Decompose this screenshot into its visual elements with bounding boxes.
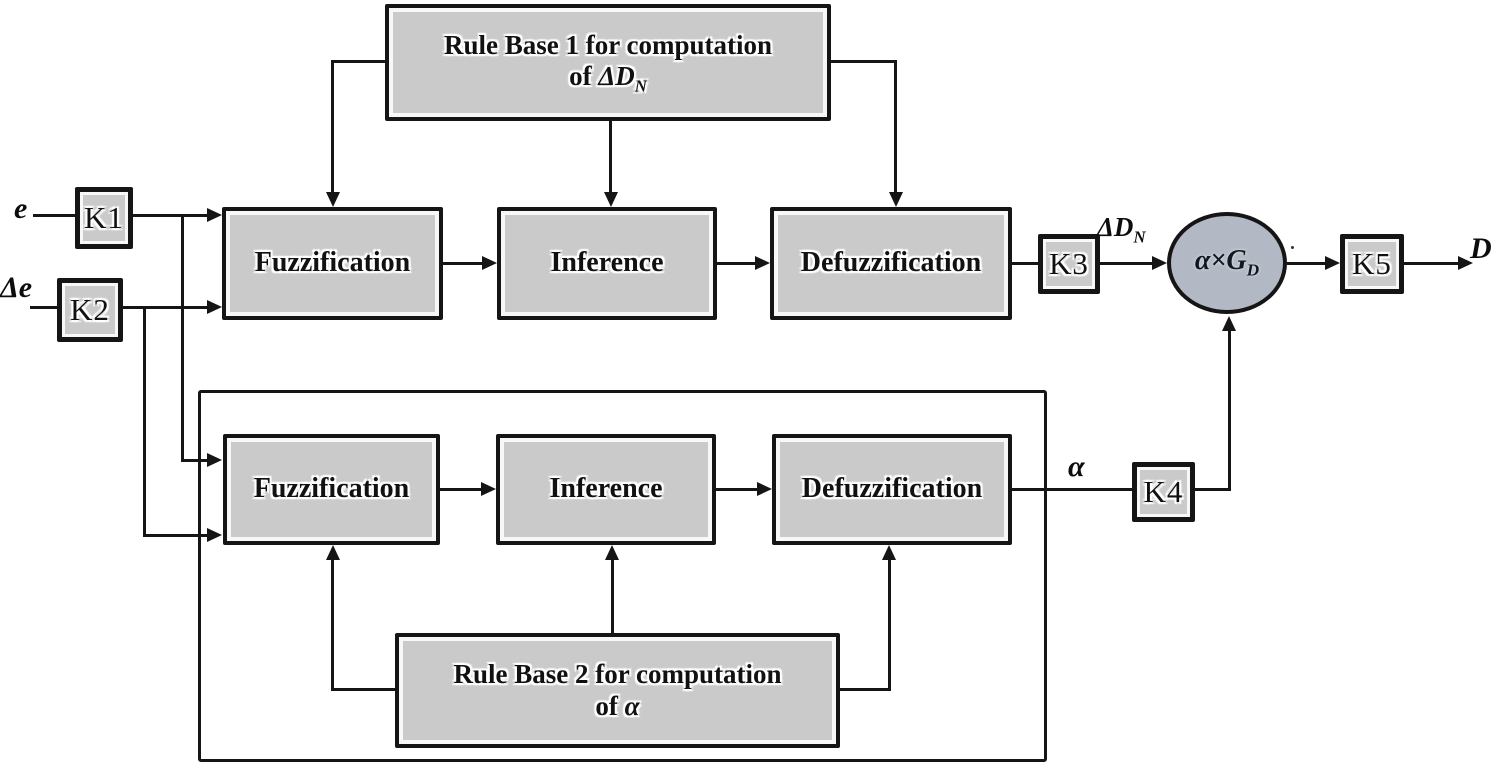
connector-rb2-mid-vertical	[611, 559, 614, 633]
inference-label-flc1: Inference	[550, 247, 664, 279]
arrowhead-multiplier-k5	[1325, 256, 1340, 270]
connector-k1-branch-to-fuzz2	[181, 459, 209, 462]
connector-multiplier-to-k5	[1287, 262, 1327, 265]
signal-label-d: D	[1470, 232, 1492, 265]
gain-k4-block: K4	[1132, 462, 1195, 522]
arrowhead-inf2-defuzz2	[757, 482, 772, 496]
inference-block-flc2: Inference	[496, 434, 716, 545]
flc2-container	[198, 390, 1047, 762]
alpha-gd-label: α×GD	[1194, 245, 1260, 280]
signal-label-e: e	[14, 192, 28, 225]
connector-rb1-mid-vertical	[609, 121, 612, 193]
rule-base-1-block: Rule Base 1 for computation of ΔDN	[385, 4, 831, 121]
arrowhead-rb1-defuzz1	[889, 192, 903, 207]
connector-defuzz1-to-k3	[1012, 262, 1040, 265]
connector-k2-branch-vertical	[143, 306, 146, 536]
connector-rb1-left-horizontal	[331, 60, 387, 63]
connector-k2-branch-to-fuzz2	[143, 534, 209, 537]
gain-k2-block: K2	[57, 278, 123, 342]
connector-rb2-left-vertical	[331, 559, 334, 691]
gain-k5-block: K5	[1340, 234, 1404, 294]
arrowhead-k1-fuzz2	[207, 453, 222, 467]
gain-k1-block: K1	[75, 187, 133, 249]
arrowhead-inf1-defuzz1	[755, 256, 770, 270]
alpha-gd-multiplier: α×GD	[1167, 212, 1287, 314]
fuzzification-block-flc2: Fuzzification	[223, 434, 440, 545]
connector-inf1-to-defuzz1	[717, 262, 757, 265]
gain-k4-label: K4	[1143, 474, 1184, 510]
arrowhead-k4-multiplier	[1222, 316, 1236, 331]
connector-rb2-left-horizontal	[331, 688, 395, 691]
connector-k3-to-multiplier	[1100, 262, 1154, 265]
defuzzification-block-flc2: Defuzzification	[772, 434, 1012, 545]
inference-label-flc2: Inference	[549, 473, 663, 505]
signal-label-alpha: α	[1068, 450, 1085, 483]
connector-rb1-right-horizontal	[829, 60, 897, 63]
connector-fuzz1-to-inf1	[443, 262, 483, 265]
connector-inf2-to-defuzz2	[716, 488, 758, 491]
signal-label-delta-dn: ΔDN	[1097, 212, 1146, 247]
gain-k3-label: K3	[1049, 246, 1089, 282]
arrowhead-k3-multiplier	[1152, 256, 1167, 270]
arrowhead-rb1-fuzz1	[326, 192, 340, 207]
signal-label-delta-e: Δe	[0, 271, 33, 304]
arrowhead-fuzz1-inf1	[482, 256, 497, 270]
arrowhead-rb1-inference1	[604, 192, 618, 207]
connector-de-to-k2	[30, 306, 57, 309]
connector-e-to-k1	[33, 214, 75, 217]
arrowhead-k5-output	[1458, 256, 1473, 270]
arrowhead-k1-fuzz1	[207, 208, 222, 222]
connector-rb1-left-vertical	[331, 60, 334, 193]
connector-k4-elbow-vertical	[1228, 330, 1231, 491]
arrowhead-fuzz2-inf2	[481, 482, 496, 496]
connector-k1-branch-vertical	[181, 214, 184, 461]
connector-k5-to-output	[1404, 262, 1460, 265]
inference-block-flc1: Inference	[497, 207, 717, 320]
defuzzification-label-flc2: Defuzzification	[801, 473, 983, 505]
connector-k1-to-fuzz1	[133, 214, 209, 217]
connector-k2-to-fuzz1	[123, 306, 209, 309]
arrowhead-rb2-defuzz2	[882, 545, 896, 560]
connector-defuzz2-to-k4	[1012, 488, 1132, 491]
connector-rb2-right-horizontal	[840, 688, 891, 691]
arrowhead-rb2-inference2	[605, 545, 619, 560]
arrowhead-rb2-fuzz2	[326, 545, 340, 560]
artifact-dot	[1291, 246, 1294, 249]
rule-base-2-label: Rule Base 2 for computation of α	[453, 659, 782, 721]
fuzzification-label-flc1: Fuzzification	[254, 247, 411, 279]
connector-rb2-right-vertical	[888, 559, 891, 691]
connector-rb1-right-vertical	[894, 60, 897, 193]
arrowhead-k2-fuzz2	[207, 528, 222, 542]
arrowhead-k2-fuzz1	[207, 300, 222, 314]
gain-k5-label: K5	[1352, 246, 1392, 282]
connector-fuzz2-to-inf2	[440, 488, 482, 491]
gain-k1-label: K1	[84, 200, 124, 236]
fuzzification-block-flc1: Fuzzification	[222, 207, 443, 320]
defuzzification-block-flc1: Defuzzification	[770, 207, 1012, 320]
gain-k3-block: K3	[1038, 234, 1100, 294]
gain-k2-label: K2	[70, 292, 110, 328]
connector-k4-elbow-horizontal	[1195, 488, 1231, 491]
rule-base-2-block: Rule Base 2 for computation of α	[395, 633, 840, 748]
defuzzification-label-flc1: Defuzzification	[800, 247, 982, 279]
fuzzification-label-flc2: Fuzzification	[253, 473, 410, 505]
rule-base-1-label: Rule Base 1 for computation of ΔDN	[444, 29, 772, 96]
